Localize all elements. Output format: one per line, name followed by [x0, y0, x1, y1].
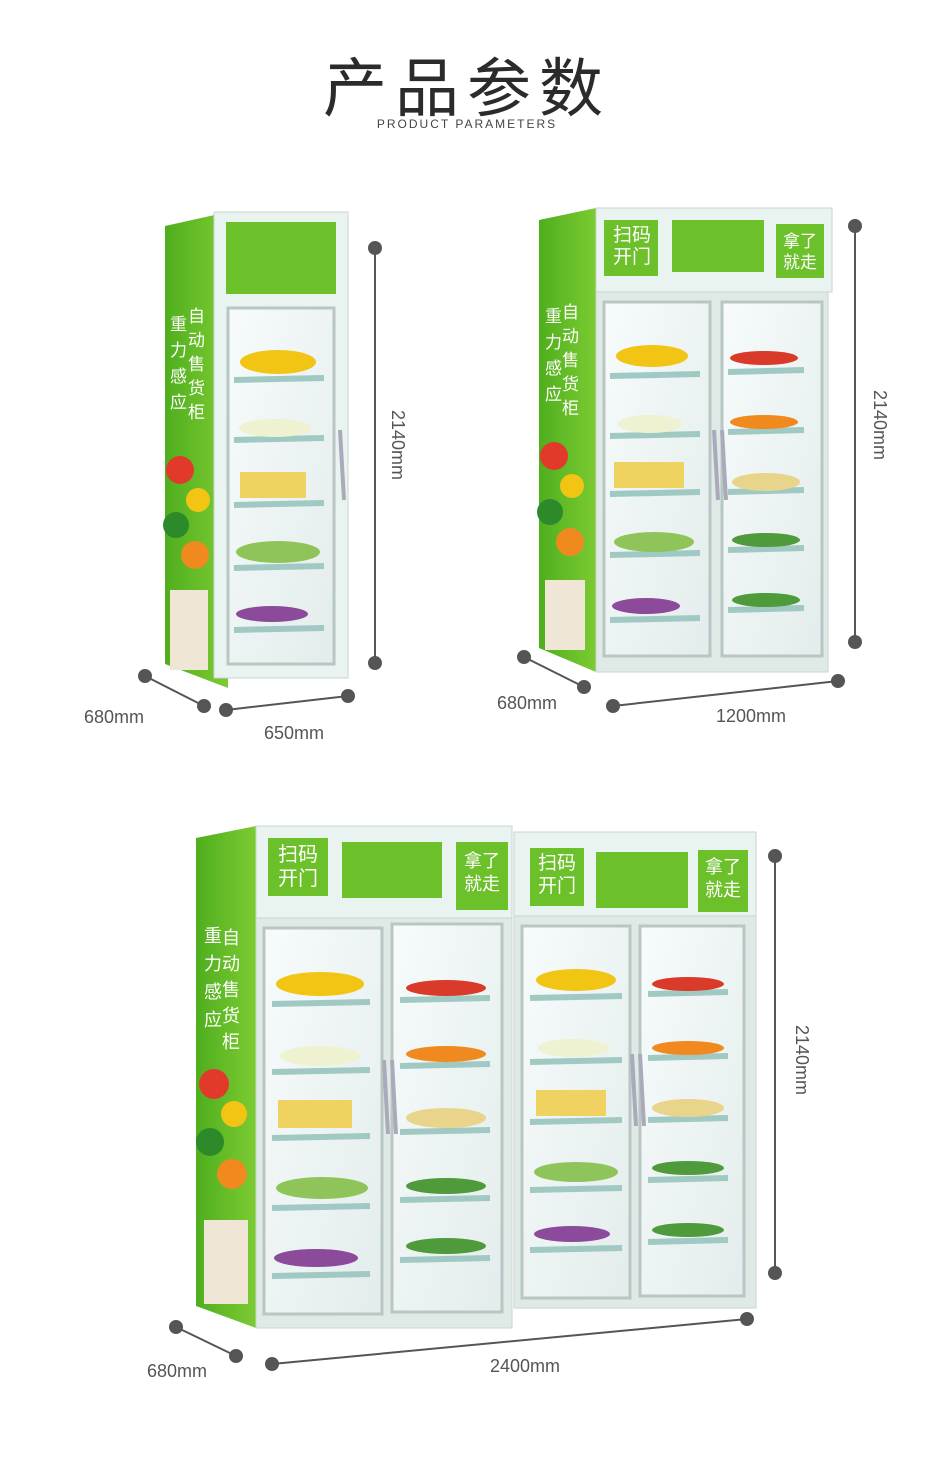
- single-side-text-a: 自: [188, 307, 205, 327]
- single-dimensions: [138, 241, 382, 717]
- quad-scan-panel-1: [268, 838, 328, 896]
- svg-text:动: 动: [188, 331, 205, 351]
- quad-scan-panel-2: [530, 848, 584, 906]
- svg-text:力: 力: [170, 341, 187, 361]
- svg-text:自: 自: [562, 303, 579, 323]
- single-depth-label: 680mm: [84, 707, 145, 727]
- single-width-label: 650mm: [264, 723, 325, 743]
- single-height-label: 2140mm: [388, 410, 408, 481]
- quad-top-display-2: [596, 852, 688, 908]
- svg-text:动: 动: [222, 954, 240, 975]
- svg-text:力: 力: [545, 333, 562, 353]
- quad-top-display-1: [342, 842, 442, 898]
- quad-take-panel-1: [456, 842, 508, 910]
- double-width-label: 1200mm: [716, 706, 787, 726]
- svg-text:售: 售: [562, 351, 579, 371]
- quad-take-text-2: 拿了就走: [705, 857, 741, 901]
- svg-text:重: 重: [170, 315, 187, 335]
- svg-text:售: 售: [222, 980, 240, 1001]
- single-side-panel: [165, 212, 228, 688]
- svg-text:重: 重: [204, 926, 222, 947]
- double-take-panel: [776, 224, 824, 278]
- svg-text:售: 售: [188, 355, 205, 375]
- quad-scan-text-2: 扫码开门: [537, 852, 576, 897]
- single-cabinet: 自 动 售 货 柜 重 力 感 应: [163, 211, 349, 688]
- svg-text:感: 感: [204, 982, 222, 1003]
- double-take-text: 拿了就走: [783, 232, 817, 273]
- svg-text:柜: 柜: [188, 403, 205, 423]
- svg-text:感: 感: [170, 367, 187, 387]
- page-subtitle: PRODUCT PARAMETERS: [376, 117, 558, 131]
- svg-text:货: 货: [188, 379, 205, 399]
- single-produce: [236, 350, 320, 622]
- svg-text:重: 重: [545, 307, 562, 327]
- page-title: 产品参数: [323, 53, 611, 127]
- svg-text:货: 货: [562, 375, 579, 395]
- svg-text:应: 应: [545, 385, 562, 405]
- svg-text:力: 力: [204, 954, 222, 975]
- quad-height-label: 2140mm: [792, 1025, 812, 1096]
- double-depth-label: 680mm: [497, 693, 558, 713]
- quad-take-text-1: 拿了就走: [464, 851, 500, 895]
- quad-scan-text-1: 扫码开门: [278, 842, 318, 890]
- quad-dimensions: [169, 849, 782, 1371]
- double-height-label: 2140mm: [870, 390, 890, 461]
- svg-text:动: 动: [562, 327, 579, 347]
- quad-take-panel-2: [698, 850, 748, 912]
- svg-text:柜: 柜: [562, 399, 579, 419]
- double-dimensions: [517, 219, 862, 713]
- svg-text:应: 应: [204, 1010, 222, 1031]
- svg-text:自: 自: [222, 928, 240, 949]
- double-scan-panel: [604, 220, 658, 276]
- svg-text:感: 感: [545, 359, 562, 379]
- single-top-display: [226, 222, 336, 294]
- svg-text:柜: 柜: [222, 1032, 240, 1053]
- svg-text:应: 应: [170, 393, 187, 413]
- quad-width-label: 2400mm: [490, 1356, 561, 1376]
- svg-text:货: 货: [222, 1006, 240, 1027]
- quad-depth-label: 680mm: [147, 1361, 208, 1381]
- double-top-display: [672, 220, 764, 272]
- double-scan-text: 扫码开门: [612, 224, 651, 268]
- double-side-panel: [539, 208, 596, 672]
